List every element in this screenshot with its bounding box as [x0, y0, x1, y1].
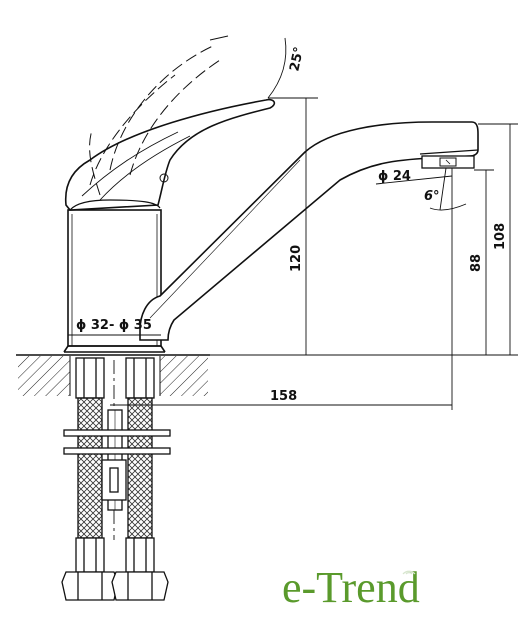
lever-handle: [64, 98, 276, 211]
dim-reach-158: 158: [270, 389, 297, 404]
countertop: [16, 354, 210, 396]
dim-height-120: 120: [289, 245, 304, 272]
dim-spout-diameter: ϕ 24: [378, 169, 411, 184]
supply-hoses: [61, 357, 171, 601]
wifi-mark-icon: [402, 570, 416, 575]
etrend-logo: e-Trend: [282, 563, 420, 612]
dim-height-108: 108: [493, 223, 508, 250]
dim-base-diameter: ϕ 32- ϕ 35: [76, 318, 152, 333]
spout: [139, 121, 479, 341]
dim-angle-spout: 6°: [424, 189, 440, 204]
dim-height-88: 88: [469, 254, 484, 272]
dim-angle-handle: 25°: [287, 46, 307, 73]
lever-raised-outline: [89, 44, 221, 196]
